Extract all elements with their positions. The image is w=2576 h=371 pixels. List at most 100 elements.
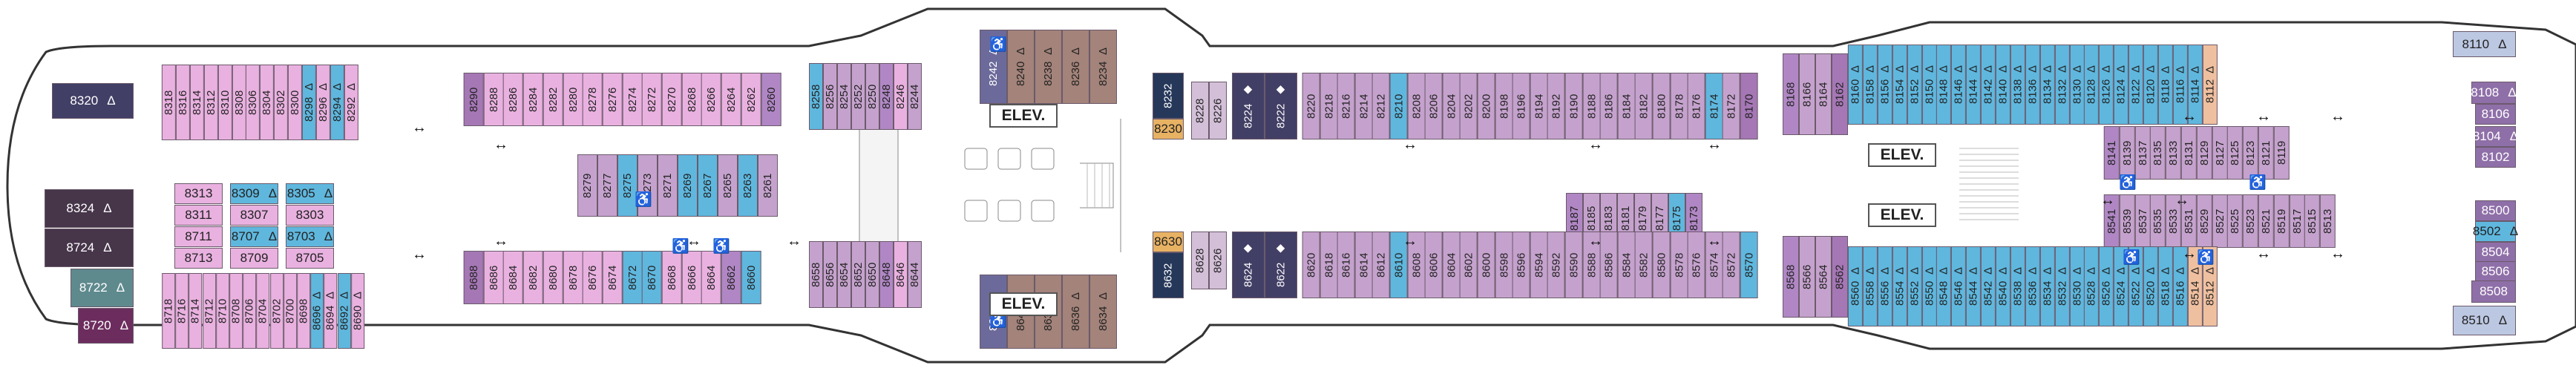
cabin-8688[interactable]: 8688 — [464, 251, 484, 304]
cabin-8119[interactable]: 8119 — [2273, 126, 2290, 180]
cabin-8230[interactable]: 8230 — [1153, 119, 1184, 139]
cabin-8606[interactable]: 8606 — [1425, 232, 1443, 298]
cabin-8224[interactable]: 8224◆ — [1232, 73, 1265, 139]
cabin-8172[interactable]: 8172 — [1723, 73, 1740, 139]
cabin-8276[interactable]: 8276 — [602, 73, 623, 126]
cabin-8700[interactable]: 8700 — [283, 273, 297, 349]
cabin-8262[interactable]: 8262 — [741, 73, 761, 126]
cabin-8198[interactable]: 8198 — [1495, 73, 1513, 139]
cabin-8517[interactable]: 8517 — [2289, 194, 2305, 248]
cabin-8527[interactable]: 8527 — [2212, 194, 2228, 248]
cabin-8280[interactable]: 8280 — [563, 73, 583, 126]
cabin-8131[interactable]: 8131 — [2181, 126, 2197, 180]
cabin-8190[interactable]: 8190 — [1565, 73, 1583, 139]
cabin-8704[interactable]: 8704 — [256, 273, 270, 349]
cabin-8504[interactable]: 8504 — [2475, 242, 2516, 263]
cabin-8682[interactable]: 8682 — [523, 251, 543, 304]
cabin-8622[interactable]: 8622◆ — [1265, 232, 1297, 298]
cabin-8216[interactable]: 8216 — [1337, 73, 1355, 139]
cabin-8646[interactable]: 8646 — [894, 241, 908, 308]
cabin-8566[interactable]: 8566 — [1799, 236, 1815, 318]
cabin-8684[interactable]: 8684 — [503, 251, 524, 304]
cabin-8662[interactable]: 8662 — [721, 251, 741, 304]
cabin-8537[interactable]: 8537 — [2134, 194, 2151, 248]
cabin-8184[interactable]: 8184 — [1617, 73, 1636, 139]
cabin-8222[interactable]: 8222◆ — [1265, 73, 1297, 139]
cabin-8313[interactable]: 8313 — [174, 183, 223, 204]
cabin-8680[interactable]: 8680 — [543, 251, 563, 304]
cabin-8212[interactable]: 8212 — [1372, 73, 1390, 139]
cabin-8311[interactable]: 8311 — [174, 205, 223, 226]
cabin-8170[interactable]: 8170 — [1740, 73, 1758, 139]
cabin-8666[interactable]: 8666 — [681, 251, 702, 304]
cabin-8123[interactable]: 8123 — [2243, 126, 2258, 180]
cabin-8256[interactable]: 8256 — [823, 63, 837, 130]
cabin-8180[interactable]: 8180 — [1653, 73, 1671, 139]
cabin-8208[interactable]: 8208 — [1407, 73, 1426, 139]
cabin-8162[interactable]: 8162 — [1832, 53, 1848, 135]
cabin-8264[interactable]: 8264 — [721, 73, 741, 126]
cabin-8618[interactable]: 8618 — [1320, 232, 1338, 298]
cabin-8644[interactable]: 8644 — [908, 241, 922, 308]
cabin-8206[interactable]: 8206 — [1425, 73, 1443, 139]
cabin-8318[interactable]: 8318 — [162, 65, 176, 140]
cabin-8508[interactable]: 8508 — [2471, 280, 2516, 303]
cabin-8592[interactable]: 8592 — [1547, 232, 1565, 298]
cabin-8139[interactable]: 8139 — [2119, 126, 2135, 180]
cabin-8125[interactable]: 8125 — [2227, 126, 2244, 180]
cabin-8121[interactable]: 8121 — [2258, 126, 2274, 180]
cabin-8709[interactable]: 8709 — [230, 248, 278, 269]
cabin-8214[interactable]: 8214 — [1354, 73, 1373, 139]
cabin-8186[interactable]: 8186 — [1600, 73, 1618, 139]
cabin-8176[interactable]: 8176 — [1688, 73, 1705, 139]
cabin-8274[interactable]: 8274 — [622, 73, 643, 126]
cabin-8706[interactable]: 8706 — [243, 273, 257, 349]
cabin-8620[interactable]: 8620 — [1302, 232, 1320, 298]
cabin-8539[interactable]: 8539 — [2119, 194, 2135, 248]
cabin-8578[interactable]: 8578 — [1670, 232, 1688, 298]
cabin-8515[interactable]: 8515 — [2304, 194, 2321, 248]
cabin-8137[interactable]: 8137 — [2134, 126, 2151, 180]
cabin-8650[interactable]: 8650 — [865, 241, 879, 308]
cabin-8711[interactable]: 8711 — [174, 226, 223, 247]
cabin-8135[interactable]: 8135 — [2150, 126, 2166, 180]
cabin-8594[interactable]: 8594 — [1530, 232, 1548, 298]
cabin-8702[interactable]: 8702 — [269, 273, 284, 349]
cabin-8133[interactable]: 8133 — [2166, 126, 2181, 180]
cabin-8226[interactable]: 8226 — [1209, 82, 1227, 139]
cabin-8271[interactable]: 8271 — [658, 154, 678, 217]
cabin-8268[interactable]: 8268 — [681, 73, 702, 126]
cabin-8272[interactable]: 8272 — [642, 73, 662, 126]
cabin-8660[interactable]: 8660 — [741, 251, 761, 304]
